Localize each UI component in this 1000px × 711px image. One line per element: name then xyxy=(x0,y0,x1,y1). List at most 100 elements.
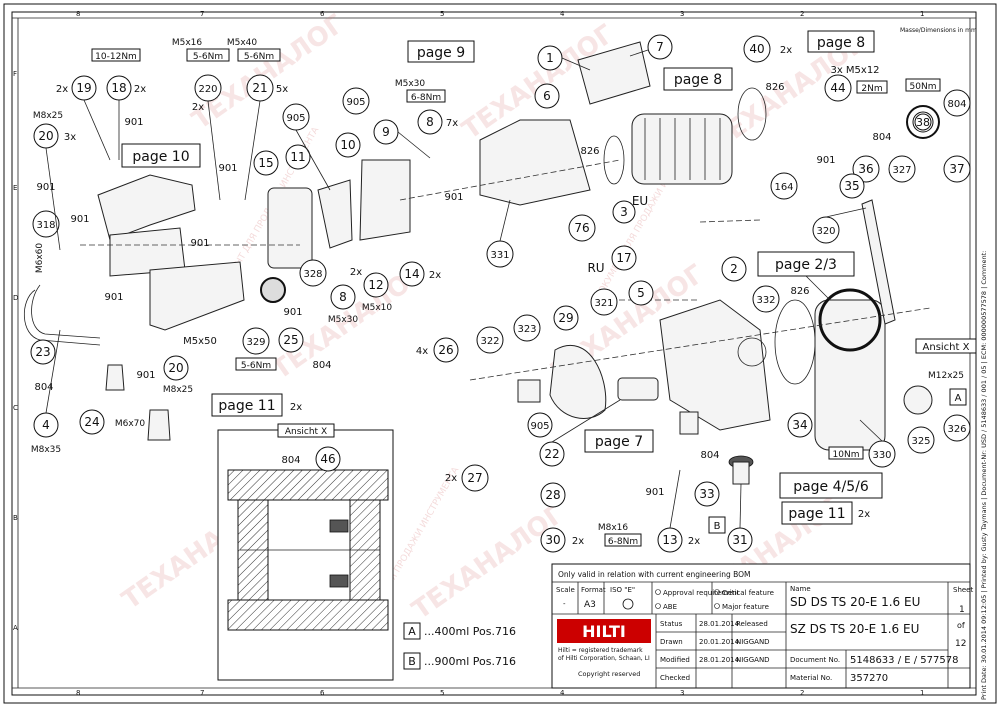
svg-text:M5x50: M5x50 xyxy=(183,336,217,347)
svg-text:325: 325 xyxy=(911,436,930,447)
svg-text:ISO "E": ISO "E" xyxy=(610,586,635,594)
col-marker: 3 xyxy=(680,10,684,18)
svg-text:2x: 2x xyxy=(688,536,700,547)
svg-text:23: 23 xyxy=(35,345,50,359)
svg-text:2x: 2x xyxy=(56,84,68,95)
balloon-33: 33 xyxy=(694,481,720,507)
svg-text:901: 901 xyxy=(645,487,664,498)
svg-text:804: 804 xyxy=(281,455,300,466)
svg-text:6-8Nm: 6-8Nm xyxy=(608,537,638,547)
balloon-20: 20 xyxy=(33,123,59,149)
balloon-321: 321 xyxy=(590,288,618,316)
svg-text:M8x35: M8x35 xyxy=(31,445,61,455)
col-marker: 6 xyxy=(320,10,325,18)
svg-text:37: 37 xyxy=(949,162,964,176)
svg-text:of: of xyxy=(957,621,965,630)
balloon-30: 30 xyxy=(540,527,566,553)
svg-text:3x: 3x xyxy=(64,132,76,143)
svg-text:6: 6 xyxy=(543,89,551,103)
balloon-36: 36 xyxy=(852,155,880,183)
balloon-323: 323 xyxy=(513,314,541,342)
balloon-40: 40 xyxy=(743,35,771,63)
section-view xyxy=(217,429,394,681)
svg-text:5: 5 xyxy=(637,286,645,300)
svg-text:329: 329 xyxy=(246,337,265,348)
svg-text:5-6Nm: 5-6Nm xyxy=(193,52,223,62)
svg-text:2x: 2x xyxy=(192,102,204,113)
svg-text:Major feature: Major feature xyxy=(722,603,769,611)
balloon-8: 8 xyxy=(417,109,443,135)
svg-text:6-8Nm: 6-8Nm xyxy=(411,93,441,103)
svg-text:Only valid in relation with cu: Only valid in relation with current engi… xyxy=(558,570,750,579)
balloon-326: 326 xyxy=(943,414,971,442)
balloon-76: 76 xyxy=(568,214,596,242)
balloon-26: 26 xyxy=(433,337,459,363)
svg-text:326: 326 xyxy=(947,424,966,435)
svg-text:4x: 4x xyxy=(416,346,428,357)
balloon-15: 15 xyxy=(253,150,279,176)
svg-text:35: 35 xyxy=(844,179,859,193)
page-ref-2-3: page 2/3 xyxy=(775,257,837,273)
balloon-14: 14 xyxy=(399,261,425,287)
svg-text:of Hilti Corporation, Schaan,: of Hilti Corporation, Schaan, LI xyxy=(558,655,650,662)
svg-text:38: 38 xyxy=(916,116,930,129)
balloon-330: 330 xyxy=(868,440,896,468)
part-balloons: 1 7 6 40 2x 826 44 3x M5x12 2Nm 50Nm 38 … xyxy=(30,34,977,553)
svg-text:901: 901 xyxy=(444,192,463,203)
svg-text:NIGGAND: NIGGAND xyxy=(736,656,770,664)
svg-text:905: 905 xyxy=(346,97,365,108)
svg-text:1: 1 xyxy=(959,605,965,615)
balloon-46: 46 xyxy=(315,446,341,472)
svg-text:901: 901 xyxy=(218,163,237,174)
svg-text:901: 901 xyxy=(36,182,55,193)
svg-text:804: 804 xyxy=(947,99,966,110)
balloon-318: 318 xyxy=(32,210,60,238)
row-marker: C xyxy=(13,404,18,412)
svg-text:804: 804 xyxy=(34,382,53,393)
row-marker: A xyxy=(13,624,18,632)
leader-lines xyxy=(45,49,883,529)
col-marker: 5 xyxy=(440,689,444,697)
svg-text:18: 18 xyxy=(111,81,126,95)
balloon-4: 4 xyxy=(33,412,59,438)
balloon-8b: 8 xyxy=(330,284,356,310)
svg-text:Scale: Scale xyxy=(556,586,575,594)
svg-text:7x: 7x xyxy=(446,118,458,129)
svg-text:2x: 2x xyxy=(445,473,457,484)
svg-text:46: 46 xyxy=(320,452,335,466)
balloon-21: 21 xyxy=(246,74,274,102)
balloon-24: 24 xyxy=(79,409,105,435)
print-info: Print Date: 30.01.2014 09:12:05 | Printe… xyxy=(980,251,988,700)
balloon-19: 19 xyxy=(71,75,97,101)
svg-text:331: 331 xyxy=(490,250,509,261)
product-name-2: SZ DS TS 20-E 1.6 EU xyxy=(790,622,919,636)
svg-text:901: 901 xyxy=(283,307,302,318)
page-ref-7: page 7 xyxy=(595,434,643,450)
svg-text:330: 330 xyxy=(872,450,891,461)
svg-text:3: 3 xyxy=(620,205,628,219)
balloon-325: 325 xyxy=(907,426,935,454)
svg-text:34: 34 xyxy=(792,418,807,432)
svg-text:M5x30: M5x30 xyxy=(328,315,359,325)
balloon-11: 11 xyxy=(285,144,311,170)
svg-text:24: 24 xyxy=(84,415,99,429)
balloon-2: 2 xyxy=(721,256,747,282)
balloon-22: 22 xyxy=(539,441,565,467)
svg-text:EU: EU xyxy=(632,194,648,208)
svg-text:2x: 2x xyxy=(780,45,792,56)
balloon-320: 320 xyxy=(812,216,840,244)
svg-text:327: 327 xyxy=(892,165,911,176)
svg-text:2: 2 xyxy=(730,262,738,276)
svg-text:5-6Nm: 5-6Nm xyxy=(241,361,271,371)
svg-text:M8x25: M8x25 xyxy=(33,111,63,121)
col-marker: 5 xyxy=(440,10,444,18)
col-marker: 1 xyxy=(920,689,924,697)
svg-text:Format: Format xyxy=(581,586,606,594)
row-marker: D xyxy=(13,294,18,302)
balloon-35: 35 xyxy=(839,173,865,199)
col-marker: 7 xyxy=(200,689,204,697)
svg-text:901: 901 xyxy=(190,238,209,249)
balloon-327: 327 xyxy=(888,155,916,183)
balloon-29: 29 xyxy=(553,305,579,331)
svg-text:4: 4 xyxy=(42,418,50,432)
